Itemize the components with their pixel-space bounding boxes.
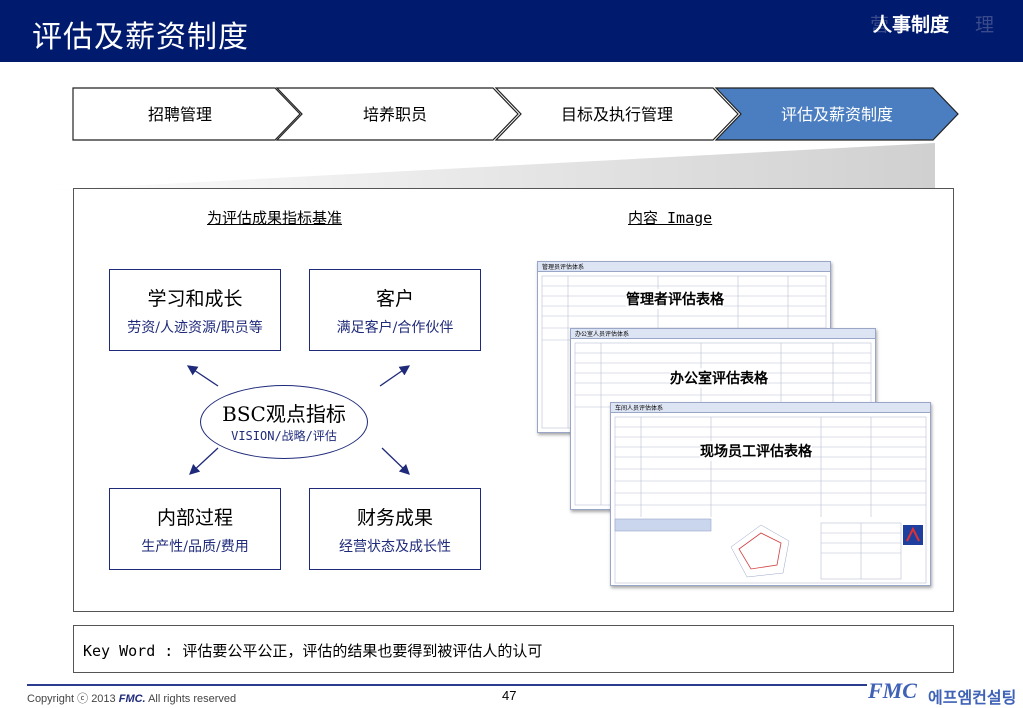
process-step-2-label: 培养职员 <box>362 105 427 124</box>
customer-desc: 满足客户/合作伙伴 <box>336 320 454 336</box>
keyword-text: Key Word : 评估要公平公正，评估的结果也要得到被评估人的认可 <box>83 642 543 660</box>
arrow-to-process <box>189 447 219 475</box>
process-step-4-label: 评估及薪资制度 <box>780 105 893 124</box>
arrow-to-learning <box>186 365 219 387</box>
customer-box: 客户 满足客户/合作伙伴 <box>309 269 481 351</box>
process-step-2 <box>275 87 519 141</box>
header-tag-ghost-right: 理 <box>975 14 995 36</box>
manager-form-sheet-title: 管理员评估体系 <box>538 262 830 272</box>
header-bar: 评估及薪资制度 营 人事制度 理 <box>0 0 1023 62</box>
bsc-center-ellipse: BSC观点指标 VISION/战略/评估 <box>200 385 368 459</box>
process-step-1 <box>72 87 301 141</box>
process-step-4 <box>714 87 959 141</box>
header-tag-ghost-left: 营 <box>870 14 890 36</box>
process-step-1-label: 招聘管理 <box>147 105 212 124</box>
footer-divider <box>27 684 867 686</box>
copyright-suffix: All rights reserved <box>148 693 237 705</box>
financial-results-title: 财务成果 <box>356 507 433 529</box>
financial-results-box: 财务成果 经营状态及成长性 <box>309 488 481 570</box>
field-staff-form-thumbnail: 车间人员评估体系 <box>610 402 931 586</box>
financial-results-desc: 经营状态及成长性 <box>339 539 451 555</box>
field-staff-form-grid <box>614 416 927 584</box>
copyright-prefix: Copyright ⓒ 2013 <box>27 693 116 705</box>
internal-process-box: 内部过程 生产性/品质/费用 <box>109 488 281 570</box>
customer-title: 客户 <box>375 288 414 310</box>
process-step-3 <box>494 87 739 141</box>
learning-growth-box: 学习和成长 劳资/人迹资源/职员等 <box>109 269 281 351</box>
learning-growth-desc: 劳资/人迹资源/职员等 <box>127 320 263 336</box>
bsc-center-title: BSC观点指标 <box>222 402 346 426</box>
internal-process-title: 内部过程 <box>156 507 233 529</box>
focus-trapezoid <box>48 143 935 190</box>
office-form-sheet-title: 办公室人员评估体系 <box>571 329 875 339</box>
arrow-to-customer <box>379 365 411 387</box>
field-staff-form-sheet-title: 车间人员评估体系 <box>611 403 930 413</box>
image-section-title: 内容 Image <box>628 209 713 227</box>
header-section-tag: 人事制度 <box>873 14 950 36</box>
arrow-to-finance <box>381 447 410 475</box>
fmc-logo: FMC <box>868 678 917 703</box>
process-flow <box>48 87 959 190</box>
copyright-brand: FMC. <box>118 693 146 705</box>
learning-growth-title: 学习和成长 <box>147 288 243 310</box>
keyword-box: Key Word : 评估要公平公正，评估的结果也要得到被评估人的认可 <box>73 625 954 673</box>
bsc-section-title: 为评估成果指标基准 <box>207 209 343 227</box>
office-form-caption: 办公室评估表格 <box>670 368 768 388</box>
fmc-logo-korean: 에프엠컨설팅 <box>928 688 1017 707</box>
page-title: 评估及薪资制度 <box>32 20 249 55</box>
manager-form-caption: 管理者评估表格 <box>626 289 724 309</box>
page-number: 47 <box>502 688 517 703</box>
process-step-3-label: 目标及执行管理 <box>560 105 673 124</box>
internal-process-desc: 生产性/品质/费用 <box>141 539 249 555</box>
copyright-notice: Copyright ⓒ 2013 FMC. All rights reserve… <box>27 690 236 706</box>
field-staff-form-caption: 现场员工评估表格 <box>700 441 812 461</box>
bsc-center-sub: VISION/战略/评估 <box>231 429 337 443</box>
